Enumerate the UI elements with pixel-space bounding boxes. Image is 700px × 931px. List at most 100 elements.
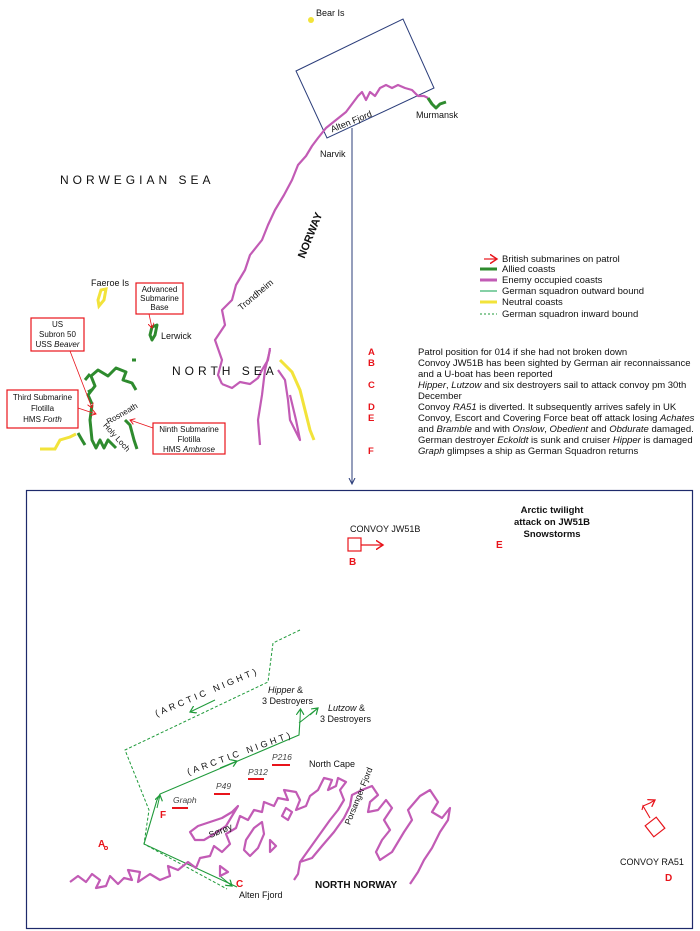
holy-loch-label: Holy Loch bbox=[101, 421, 131, 453]
lutzow-destroyers-label: 3 Destroyers bbox=[320, 714, 372, 724]
note-text-part: damaged. German destroyer bbox=[418, 424, 694, 446]
legend-label: Allied coasts bbox=[502, 264, 556, 275]
soroy-label: Sørøy bbox=[207, 821, 234, 840]
svg-text:HMS Ambrose: HMS Ambrose bbox=[163, 445, 216, 454]
svg-text:Subron 50: Subron 50 bbox=[39, 330, 76, 339]
hipper-arrow bbox=[300, 709, 301, 721]
callout-ninth-flotilla: Ninth Submarine Flotilla HMS Ambrose bbox=[130, 420, 226, 455]
norway-coast bbox=[213, 83, 429, 385]
murmansk-label: Murmansk bbox=[416, 110, 459, 120]
note-c: C Hipper, Lutzow and six destroyers sail … bbox=[368, 380, 698, 402]
lutzow-label: Lutzow & bbox=[328, 703, 365, 713]
islands bbox=[218, 806, 294, 878]
neutral-coast-sweden bbox=[278, 358, 316, 441]
island bbox=[242, 820, 266, 858]
trondheim-label: Trondheim bbox=[236, 277, 275, 312]
patrol-position-marker bbox=[104, 846, 108, 850]
note-text: Graph glimpses a ship as German Squadron… bbox=[418, 446, 698, 457]
north-norway-coast bbox=[69, 776, 452, 890]
svg-text:Ninth Submarine: Ninth Submarine bbox=[159, 425, 219, 434]
note-text-part: Onslow bbox=[512, 424, 545, 435]
note-text-part: Convoy JW51B has been sighted by German … bbox=[418, 358, 691, 380]
note-text: Patrol position for 014 if she had not b… bbox=[418, 347, 698, 358]
scotland-west-coast bbox=[76, 432, 87, 446]
note-text: Convoy, Escort and Covering Force beat o… bbox=[418, 413, 698, 446]
svg-text:Advanced: Advanced bbox=[142, 285, 178, 294]
shetland bbox=[148, 323, 159, 342]
murmansk-coast bbox=[426, 97, 447, 110]
svg-text:Third Submarine: Third Submarine bbox=[13, 393, 73, 402]
note-letter: B bbox=[368, 358, 375, 369]
note-e: E Convoy, Escort and Covering Force beat … bbox=[368, 413, 698, 446]
norway-label: NORWAY bbox=[296, 210, 325, 260]
note-text: Convoy RA51 is diverted. It subsequently… bbox=[418, 402, 698, 413]
submarine-graph: Graph bbox=[172, 795, 197, 809]
note-text-part: Bramble bbox=[436, 424, 472, 435]
svg-text:USS Beaver: USS Beaver bbox=[35, 340, 79, 349]
outward-arrow bbox=[219, 761, 237, 769]
letter-a: A bbox=[98, 839, 105, 850]
callout-third-flotilla: Third Submarine Flotilla HMS Forth bbox=[6, 389, 96, 429]
detail-map: CONVOY JW51B B Arctic twilight attack on… bbox=[25, 489, 694, 930]
note-text: Hipper, Lutzow and six destroyers sail t… bbox=[418, 380, 698, 402]
norwegian-sea-label: NORWEGIAN SEA bbox=[60, 173, 214, 187]
snowstorms-label: Snowstorms bbox=[523, 529, 580, 540]
lerwick-label: Lerwick bbox=[161, 331, 192, 341]
svg-text:Graph: Graph bbox=[173, 795, 197, 805]
note-text-part: Obdurate bbox=[609, 424, 649, 435]
outward-arrow bbox=[157, 795, 160, 809]
legend-label: Enemy occupied coasts bbox=[502, 275, 603, 286]
legend-label: German squadron outward bound bbox=[502, 286, 644, 297]
note-text: Convoy JW51B has been sighted by German … bbox=[418, 358, 698, 380]
note-letter: E bbox=[368, 413, 375, 424]
letter-b: B bbox=[349, 557, 356, 568]
note-text-part: glimpses a ship as German Squadron retur… bbox=[444, 446, 639, 457]
callout-us-subron: US Subron 50 USS Beaver bbox=[30, 317, 92, 408]
bear-island-marker bbox=[308, 17, 314, 23]
sweden-coast bbox=[256, 349, 302, 446]
lutzow-arrow bbox=[309, 708, 318, 716]
legend-label: Neutral coasts bbox=[502, 297, 563, 308]
svg-text:Submarine: Submarine bbox=[140, 294, 179, 303]
hipper-destroyers-label: 3 Destroyers bbox=[262, 696, 314, 706]
alten-fjord-label: Alten Fjord bbox=[239, 890, 283, 900]
letter-d: D bbox=[665, 873, 672, 884]
note-text-part: is damaged bbox=[640, 435, 693, 446]
submarine-p312: P312 bbox=[248, 767, 268, 780]
twilight-label: attack on JW51B bbox=[514, 517, 590, 528]
legend: British submarines on patrol Allied coas… bbox=[480, 254, 644, 320]
svg-text:Base: Base bbox=[150, 303, 169, 312]
note-b: B Convoy JW51B has been sighted by German… bbox=[368, 358, 698, 380]
note-text-part: and bbox=[588, 424, 610, 435]
note-text-part: Hipper bbox=[612, 435, 641, 446]
letter-e: E bbox=[496, 540, 503, 551]
north-norway-label: NORTH NORWAY bbox=[315, 880, 398, 891]
detail-map-frame bbox=[25, 489, 694, 930]
convoy-ra51-marker bbox=[644, 816, 666, 838]
bear-is-label: Bear Is bbox=[316, 8, 345, 18]
soroy-island bbox=[188, 804, 240, 842]
scotland-coast bbox=[83, 358, 139, 450]
note-text-part: Achates bbox=[660, 413, 695, 424]
hipper-label: Hipper & bbox=[268, 685, 303, 695]
note-text-part: RA51 bbox=[452, 402, 477, 413]
note-text-part: and bbox=[418, 424, 437, 435]
note-text-part: Patrol position for 014 if she had not b… bbox=[418, 347, 628, 358]
convoy-jw51b-marker bbox=[347, 537, 362, 552]
note-f: F Graph glimpses a ship as German Squadro… bbox=[368, 446, 698, 457]
inward-arrow bbox=[190, 699, 216, 712]
svg-text:HMS Forth: HMS Forth bbox=[23, 415, 62, 424]
note-letter: F bbox=[368, 446, 374, 457]
note-letter: C bbox=[368, 380, 375, 391]
alten-fjord-label: Alten Fjord bbox=[329, 109, 373, 135]
north-cape-label: North Cape bbox=[309, 759, 355, 769]
note-text-part: , bbox=[446, 380, 452, 391]
svg-text:P312: P312 bbox=[248, 767, 268, 777]
legend-label: German squadron inward bound bbox=[502, 309, 638, 320]
note-text-part: Convoy bbox=[418, 402, 453, 413]
note-text-part: is diverted. It subsequently arrives saf… bbox=[476, 402, 677, 413]
convoy-ra51-heading-arrow bbox=[641, 800, 655, 819]
